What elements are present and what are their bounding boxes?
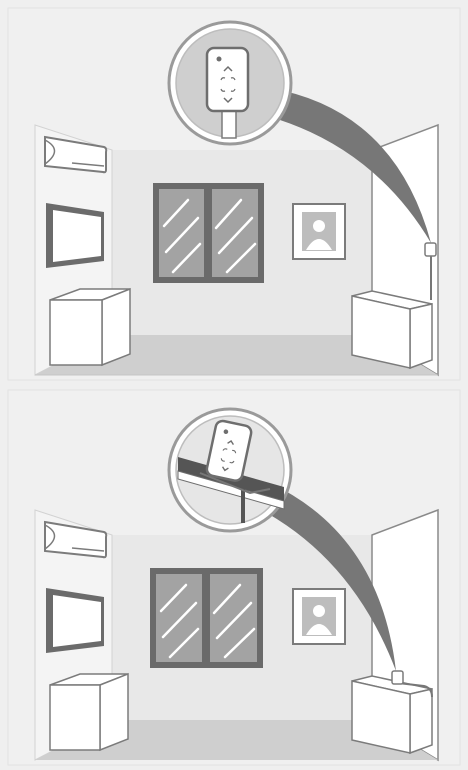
cabinet-icon: [352, 291, 432, 368]
panel-cabinet-mount: [0, 385, 468, 770]
cabinet-icon: [50, 674, 128, 750]
tv-icon: [46, 588, 104, 653]
picture-frame-icon: [293, 589, 345, 644]
sensor-device-icon: [425, 243, 436, 256]
panel-wall-mount: [0, 0, 468, 385]
cabinet-icon: [352, 676, 432, 753]
tv-icon: [46, 203, 104, 268]
magnifier-icon: [169, 409, 291, 531]
sensor-device-icon: [392, 671, 403, 684]
window-icon: [153, 183, 264, 283]
window-icon: [150, 568, 263, 668]
room-illustration: [0, 0, 468, 385]
picture-frame-icon: [293, 204, 345, 259]
cabinet-icon: [50, 289, 130, 365]
room-illustration: [0, 385, 468, 770]
magnifier-icon: [169, 22, 291, 144]
